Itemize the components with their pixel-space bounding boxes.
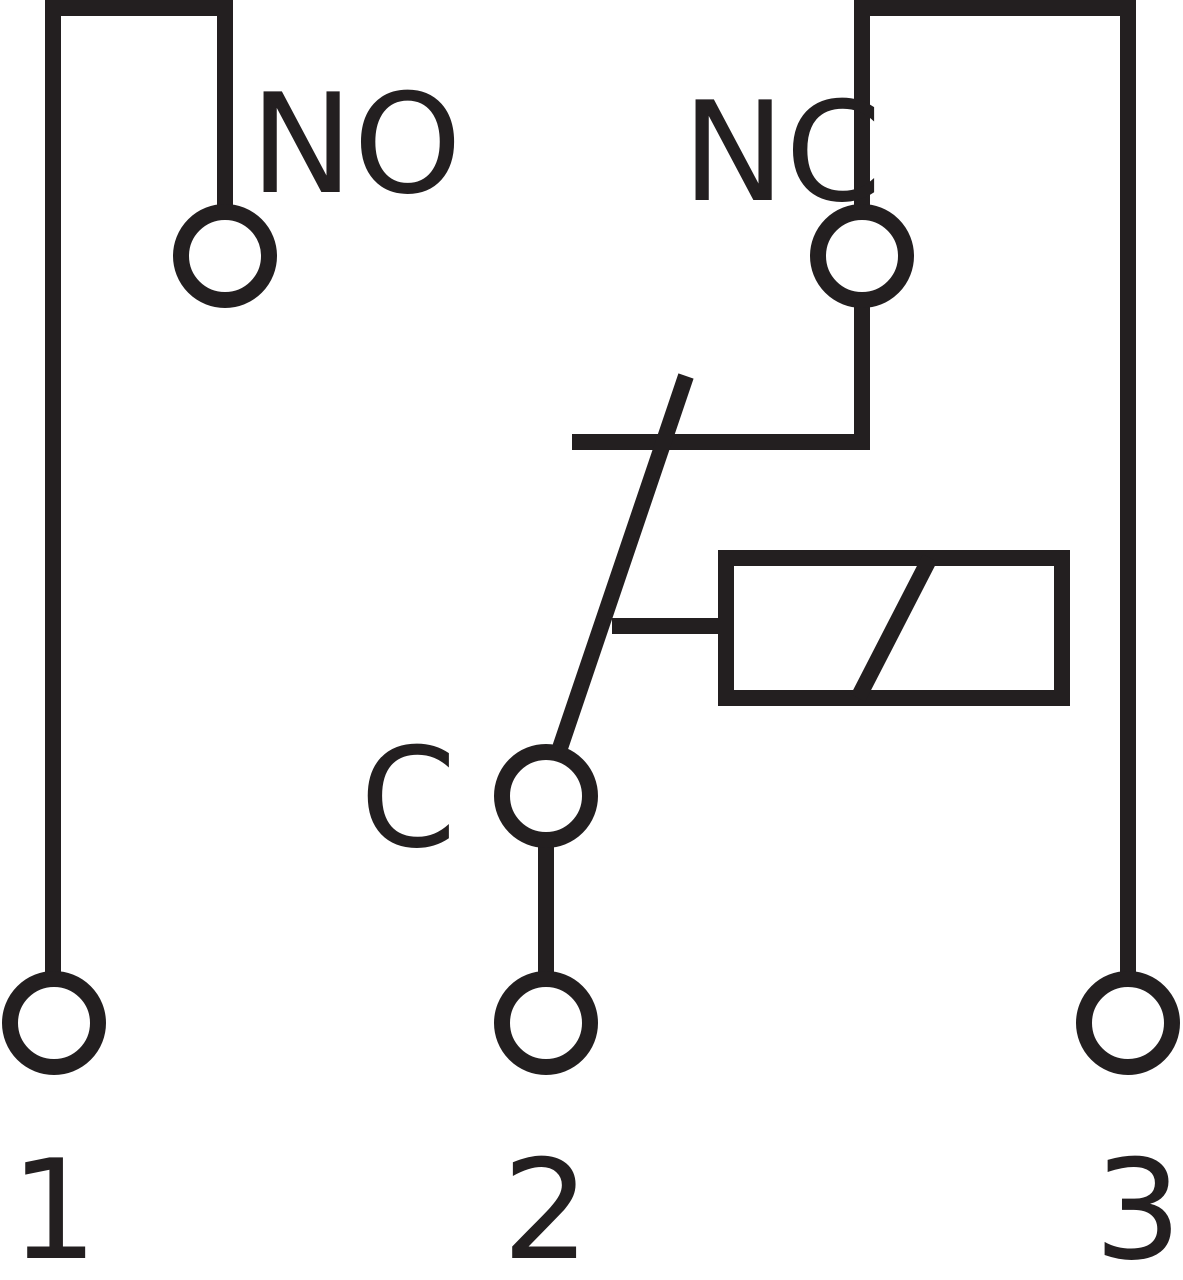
wire-pin1-to-no xyxy=(45,0,233,972)
pin-labels: 1 2 3 xyxy=(10,1130,1182,1280)
switch-lever xyxy=(552,373,694,751)
label-nc: NC xyxy=(682,72,882,233)
terminals xyxy=(2,204,1180,1075)
terminal-pin3 xyxy=(1076,971,1180,1075)
label-pin3: 3 xyxy=(1094,1130,1182,1280)
wires xyxy=(45,0,1136,974)
terminal-common xyxy=(494,744,598,848)
terminal-no xyxy=(173,204,277,308)
wire-nc-to-contact xyxy=(572,300,870,450)
coil-box xyxy=(718,550,1070,706)
coil-diagonal xyxy=(850,554,938,702)
terminal-pin1 xyxy=(2,971,106,1075)
label-pin1: 1 xyxy=(10,1130,98,1280)
label-common: C xyxy=(360,718,456,879)
terminal-nc xyxy=(810,204,914,308)
contact-labels: NO NC C xyxy=(250,64,882,879)
relay-coil xyxy=(718,550,1070,706)
label-pin2: 2 xyxy=(502,1130,590,1280)
label-no: NO xyxy=(250,64,462,225)
wire-pin3-to-nc xyxy=(854,0,1136,972)
terminal-pin2 xyxy=(494,971,598,1075)
